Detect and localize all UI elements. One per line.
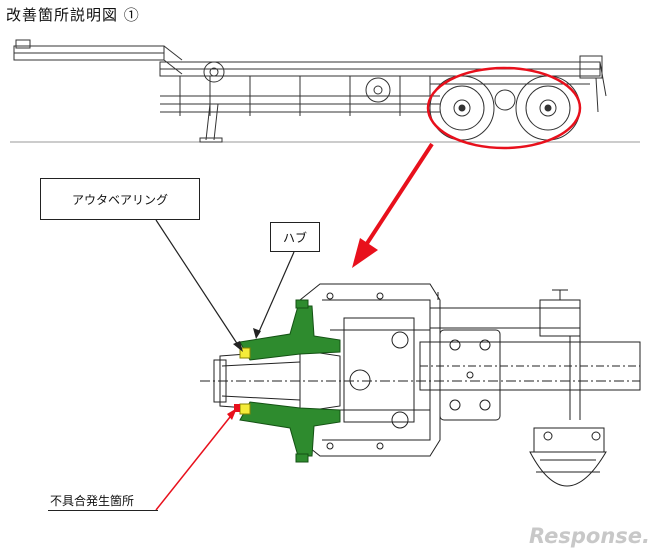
- outer-bearing-bottom: [239, 403, 251, 415]
- response-watermark: Response.: [529, 524, 650, 548]
- defect-location-label: 不具合発生箇所: [50, 494, 135, 508]
- outer-bearing-leader: [155, 219, 241, 349]
- pointer-arrow: [352, 142, 434, 268]
- diagram-title: 改善箇所説明図 ①: [6, 6, 140, 24]
- defect-leader: [155, 411, 235, 511]
- hub-section-drawing: [200, 283, 641, 487]
- hub-casting: [239, 299, 341, 463]
- hub-label-text: ハブ: [282, 230, 307, 245]
- trailer-side-view: [10, 39, 640, 143]
- outer-bearing-label: アウタベアリング: [40, 178, 200, 220]
- defect-label-underline: [48, 510, 158, 511]
- hub-leader: [257, 251, 295, 335]
- outer-bearing-top: [239, 347, 251, 359]
- outer-bearing-label-text: アウタベアリング: [71, 192, 168, 207]
- wheel-highlight-ellipse: [426, 66, 582, 150]
- hub-label: ハブ: [270, 222, 320, 252]
